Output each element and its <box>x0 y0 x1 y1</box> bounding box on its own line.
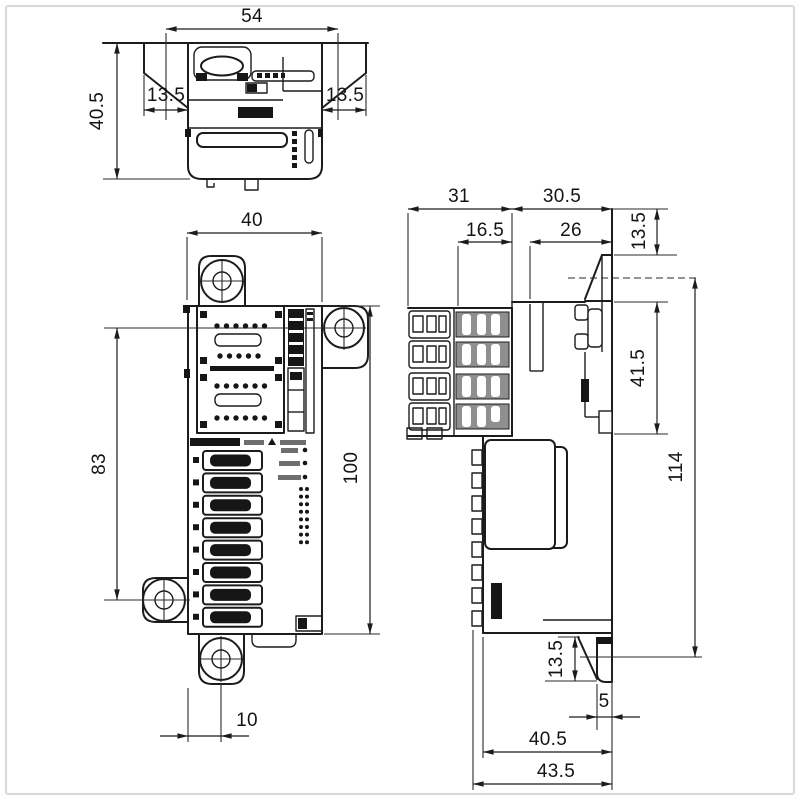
top-view: 54 40.5 13.5 13.5 <box>87 6 369 191</box>
terminal-row-4 <box>408 402 510 431</box>
side-label-plate <box>491 583 502 619</box>
dim-side-upper-height: 41.5 <box>628 349 649 387</box>
dim-side-bracket-top: 13.5 <box>629 212 650 250</box>
screw-hole-top <box>200 259 244 303</box>
oval-connector <box>200 55 244 77</box>
dim-side-terminal-inner: 16.5 <box>466 220 504 241</box>
terminal-row-2 <box>408 340 510 369</box>
side-terminal-assembly <box>406 307 513 440</box>
label-plate <box>238 107 273 118</box>
dim-front-mount-span: 83 <box>89 453 110 475</box>
terminal-pins-row2 <box>217 353 261 359</box>
terminal-pins-row4 <box>214 415 268 421</box>
dim-side-overall-height: 114 <box>666 451 687 482</box>
relay-block <box>484 439 556 550</box>
dim-side-terminal-depth: 31 <box>448 186 470 207</box>
connector-strip <box>287 308 315 434</box>
small-port <box>245 82 268 94</box>
connector-bracket <box>193 46 252 81</box>
dim-top-overall-height: 40.5 <box>87 92 108 130</box>
terminal-row-1 <box>408 310 510 339</box>
bottom-hook-left <box>206 179 215 188</box>
dim-front-body-height: 100 <box>341 452 362 485</box>
terminal-pins-row1 <box>214 323 268 329</box>
led-indicator-labels <box>278 447 309 545</box>
bottom-hook-right <box>244 179 259 191</box>
front-view-dimensions: 40 83 100 10 <box>89 210 380 742</box>
side-lower-body <box>471 435 613 634</box>
top-view-details <box>185 46 323 191</box>
bottom-center-tab <box>251 634 297 648</box>
warning-triangle-icon <box>268 438 276 445</box>
terminal-slot-1 <box>214 333 262 347</box>
terminal-block-front <box>196 305 315 434</box>
terminal-row-3 <box>408 372 510 401</box>
dim-side-overall-depth: 43.5 <box>537 761 575 782</box>
latch-body <box>596 637 613 683</box>
screw-hole-left <box>132 578 190 622</box>
dim-side-lower-depth: 40.5 <box>529 729 567 750</box>
dim-top-overall-width: 54 <box>241 6 263 27</box>
relay-slots <box>193 450 263 628</box>
dim-side-latch-protrusion: 5 <box>599 691 610 712</box>
dim-side-latch-height: 13.5 <box>546 640 567 678</box>
din-latch <box>577 636 613 683</box>
page-border <box>5 5 795 795</box>
vertical-slot <box>304 129 314 164</box>
dim-front-foot-offset: 10 <box>236 710 258 731</box>
terminal-pins-row3 <box>214 383 268 389</box>
din-bracket <box>574 208 613 638</box>
dim-side-upper-depth: 26 <box>560 220 582 241</box>
dim-side-body-depth: 30.5 <box>543 186 581 207</box>
side-view: 31 30.5 16.5 26 13.5 41.5 114 13 <box>406 186 702 790</box>
side-view-dimensions: 31 30.5 16.5 26 13.5 41.5 114 13 <box>407 186 702 790</box>
wide-slot <box>196 132 288 148</box>
front-view: 40 83 100 10 <box>89 210 380 742</box>
dim-front-body-width: 40 <box>241 210 263 231</box>
top-view-dimensions: 54 40.5 13.5 13.5 <box>87 6 367 180</box>
label-band <box>190 438 306 446</box>
terminal-slot-2 <box>214 393 262 407</box>
screw-hole-bottom <box>199 636 243 682</box>
din-hook <box>598 410 613 434</box>
bottom-right-tab <box>295 615 323 632</box>
dim-top-flange-left: 13.5 <box>147 85 185 106</box>
dim-top-flange-right: 13.5 <box>326 85 364 106</box>
